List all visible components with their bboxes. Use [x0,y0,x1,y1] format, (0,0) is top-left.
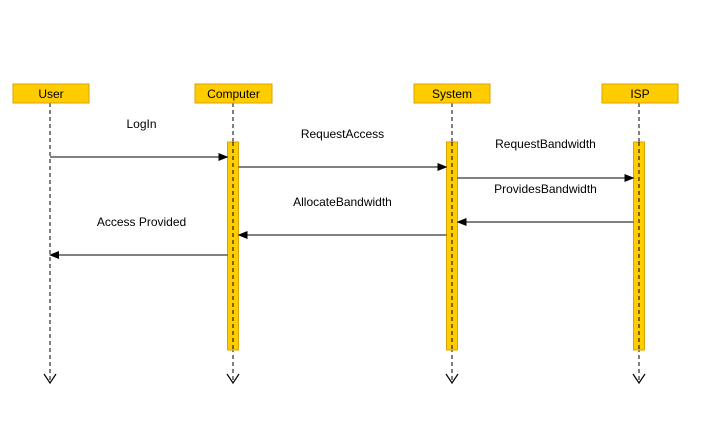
lifeline-end-arrow-computer [226,373,240,385]
message-label-2: RequestAccess [301,127,384,141]
lifeline-end-arrow-user [43,373,57,385]
lifeline-end-arrow-system [445,373,459,385]
messages-layer: LogInRequestAccessRequestBandwidthProvid… [49,117,635,259]
participants-layer: User Computer System ISP [12,83,679,104]
activations-layer [227,141,645,351]
participant-box-computer[interactable] [194,83,273,104]
participant-label-user: User [38,87,63,101]
participant-label-system: System [432,87,472,101]
participant-box-isp[interactable] [601,83,679,104]
message-label-3: RequestBandwidth [495,137,596,151]
lifeline-end-arrow-isp [632,373,646,385]
message-label-1: LogIn [126,117,156,131]
message-label-5: AllocateBandwidth [293,195,392,209]
participant-box-system[interactable] [413,83,491,104]
participant-label-computer: Computer [207,87,260,101]
participant-box-user[interactable] [12,83,90,104]
message-label-6: Access Provided [97,215,186,229]
message-label-4: ProvidesBandwidth [494,182,597,196]
participant-label-isp: ISP [630,87,649,101]
